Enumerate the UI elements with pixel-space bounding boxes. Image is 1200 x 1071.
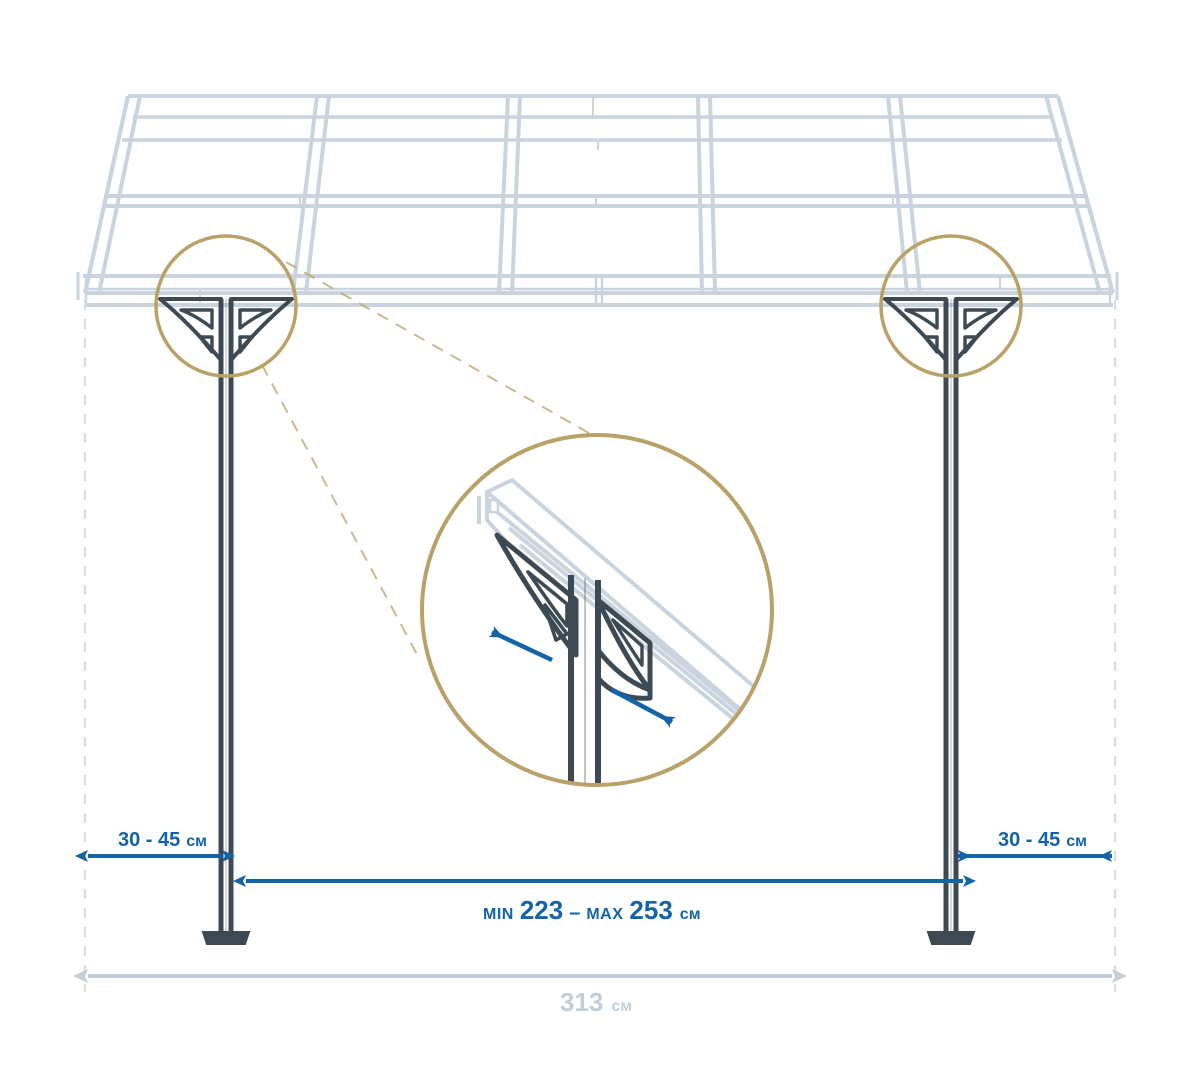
detail-arrow-right [610,688,676,728]
left-post-foot [201,931,251,945]
right-offset-unit: см [1066,833,1087,850]
extension-guides [83,300,1117,992]
post-span-label: MIN 223–MAX 253 см [483,895,701,926]
right-offset-label: 30 - 45 см [998,829,1087,852]
left-post-callout-circle [154,234,298,378]
left-offset-unit: см [186,833,207,850]
right-offset-value: 30 - 45 [998,829,1061,851]
detail-arrow-left [488,626,553,663]
right-post-foot [926,931,976,945]
right-post-assembly [883,297,1019,945]
roof-frame [76,94,1119,307]
overall-width-value: 313 [560,987,604,1017]
post-span-max-prefix: MAX [586,906,624,923]
overall-width-label: 313 см [560,987,632,1018]
post-span-min-prefix: MIN [483,906,514,923]
post-span-max-value: 253 [629,895,673,925]
left-offset-value: 30 - 45 [118,829,181,851]
right-post-callout-circle [879,234,1023,378]
callout-connector-lines [261,261,597,661]
post-span-unit: см [679,906,701,923]
magnify-circle-border [420,433,774,787]
left-offset-label: 30 - 45 см [118,829,207,852]
post-span-min-value: 223 [519,895,564,925]
left-post-assembly [158,297,294,945]
overall-width-unit: см [611,998,633,1015]
post-span-separator: – [569,902,581,924]
magnified-detail [420,433,774,787]
